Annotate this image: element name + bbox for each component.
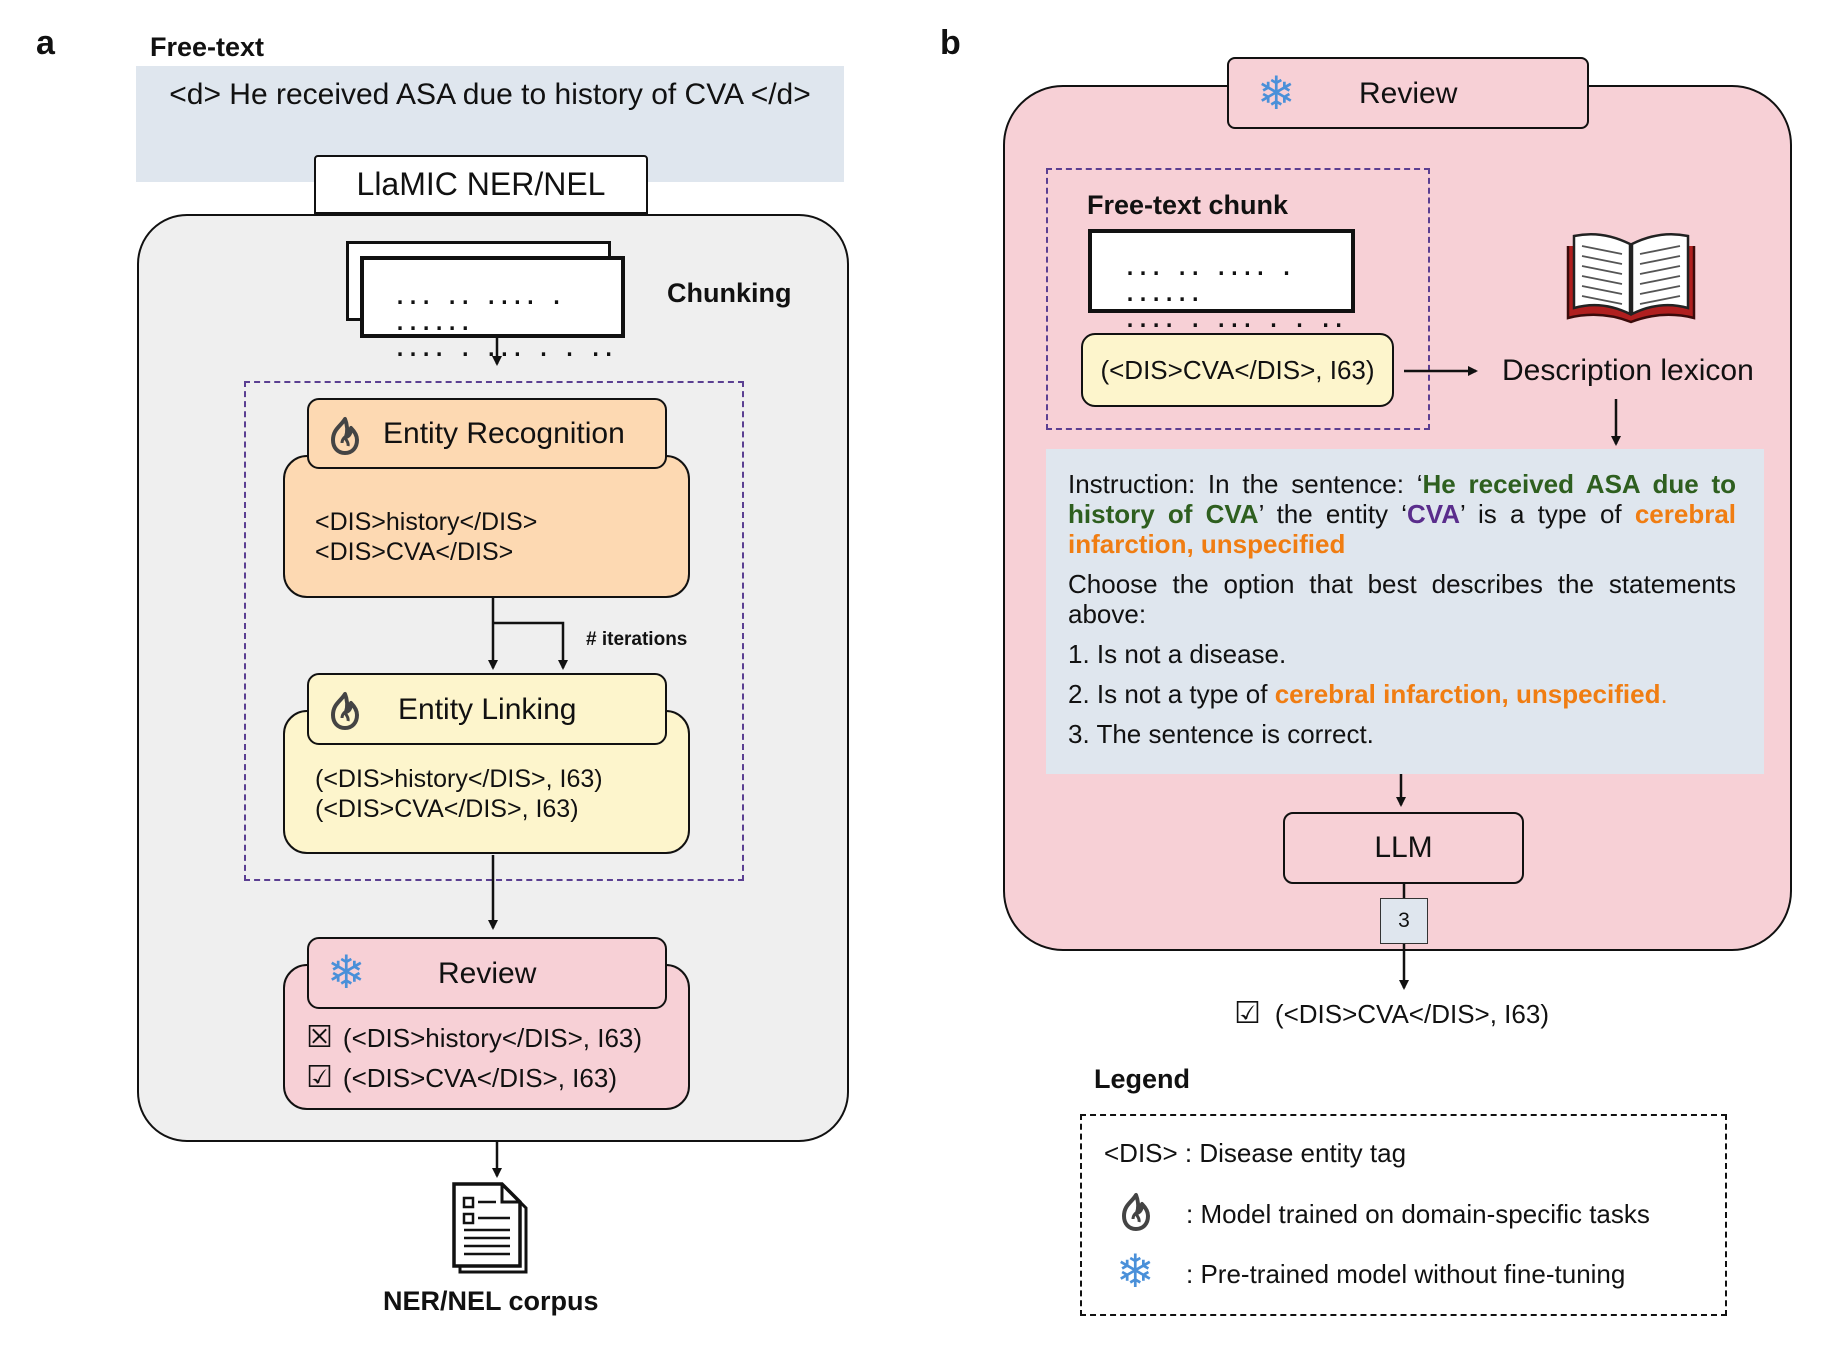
option-2-suffix: . [1660,679,1668,709]
chunk-dots-line2: .... . ... . . .. [394,337,616,361]
snowflake-icon: ❄ [327,946,366,998]
description-lexicon-label: Description lexicon [1502,354,1754,387]
review-item-text: (<DIS>history</DIS>, I63) [342,1023,643,1053]
instruction-entity: CVA [1407,499,1460,529]
book-icon [1566,233,1696,324]
entity-recognition-title: Entity Recognition [383,417,625,450]
snowflake-icon: ❄ [1257,67,1296,119]
entity-recognition-body: <DIS>history</DIS> <DIS>CVA</DIS> [283,455,690,598]
entity-tuple: (<DIS>CVA</DIS>, I63) [1100,354,1375,385]
corpus-label: NER/NEL corpus [383,1286,599,1316]
entity-tuple-box: (<DIS>CVA</DIS>, I63) [1081,333,1394,407]
instruction-concept: cerebral infarction, unspecified [1068,499,1737,559]
er-line: <DIS>CVA</DIS> [315,538,514,566]
llm-box: LLM [1283,812,1524,884]
llm-label: LLM [1374,831,1433,864]
option-2: 2. Is not a type of cerebral infarction,… [1068,679,1736,709]
accepted-checkbox-icon: ☑ [306,1060,333,1095]
entity-linking-title: Entity Linking [398,693,577,726]
chunk-doc-front: ... .. .... . ...... .... . ... . . .. [360,256,625,361]
chunk-box [1046,168,1430,430]
panel-b-label: b [940,24,961,62]
legend-tag-desc: <DIS> : Disease entity tag [1104,1138,1407,1168]
option-2-prefix: 2. Is not a type of [1068,679,1275,709]
er-line: <DIS>history</DIS> [315,508,538,536]
iterations-label: # iterations [586,629,688,650]
document-icon [452,1182,528,1274]
answer-box: 3 [1380,898,1428,944]
review-item-rejected: ☒ (<DIS>history</DIS>, I63) [306,1020,642,1055]
review-item-accepted: ☑ (<DIS>CVA</DIS>, I63) [306,1060,617,1095]
snowflake-icon: ❄ [1116,1245,1155,1297]
chunk-b-doc: ... .. .... . ...... .... . ... . . .. [1088,229,1355,332]
result-item: ☑ (<DIS>CVA</DIS>, I63) [1234,996,1549,1031]
chunk-b-dots-line1: ... .. .... . ...... [1124,256,1294,306]
el-line: (<DIS>CVA</DIS>, I63) [315,795,579,823]
fire-icon [331,417,359,455]
review-b-title: Review [1359,77,1458,110]
instruction-mid2: ’ is a type of [1460,499,1635,529]
chunk-b-dots-line2: .... . ... . . .. [1124,308,1346,332]
rejected-checkbox-icon: ☒ [306,1020,333,1055]
llamic-label-box: LlaMIC NER/NEL [314,155,648,214]
review-item-text: (<DIS>CVA</DIS>, I63) [342,1063,617,1093]
entity-linking-header: Entity Linking [307,673,667,745]
legend-snow-desc: : Pre-trained model without fine-tuning [1186,1259,1626,1289]
instruction-box: Instruction: In the sentence: ‘He receiv… [1046,449,1764,774]
instruction-question: Choose the option that best describes th… [1068,569,1736,629]
accepted-checkbox-icon: ☑ [1234,996,1261,1031]
option-1: 1. Is not a disease. [1068,639,1287,669]
legend-fire-desc: : Model trained on domain-specific tasks [1186,1199,1650,1229]
chunk-dots-line1: ... .. .... . ...... [394,285,564,335]
instruction-sentence: He received ASA due to history of CVA [1068,469,1736,529]
result-text: (<DIS>CVA</DIS>, I63) [1274,999,1549,1029]
review-a-title: Review [438,957,537,990]
option-2-concept: cerebral infarction, unspecified [1274,679,1661,709]
chunk-title: Free-text chunk [1087,190,1289,220]
instruction-mid1: ’ the entity ‘ [1258,499,1408,529]
panel-a-label: a [36,24,55,62]
chunking-label: Chunking [667,278,792,308]
fire-icon [1122,1193,1150,1231]
llamic-label: LlaMIC NER/NEL [356,166,606,202]
entity-recognition-header: Entity Recognition [307,398,667,469]
free-text-sentence: <d> He received ASA due to history of CV… [169,78,811,111]
fire-icon [331,692,359,730]
option-3: 3. The sentence is correct. [1068,719,1374,749]
review-a-header: ❄ Review [307,937,667,1009]
instruction-paragraph: Instruction: In the sentence: ‘He receiv… [1068,469,1736,559]
instruction-prefix: Instruction: In the sentence: ‘ [1068,469,1423,499]
el-line: (<DIS>history</DIS>, I63) [315,765,603,793]
review-b-header: ❄ Review [1227,57,1589,129]
answer-value: 3 [1398,909,1410,932]
free-text-title: Free-text [150,32,265,62]
legend-box [1080,1114,1727,1316]
legend-title: Legend [1094,1064,1191,1094]
